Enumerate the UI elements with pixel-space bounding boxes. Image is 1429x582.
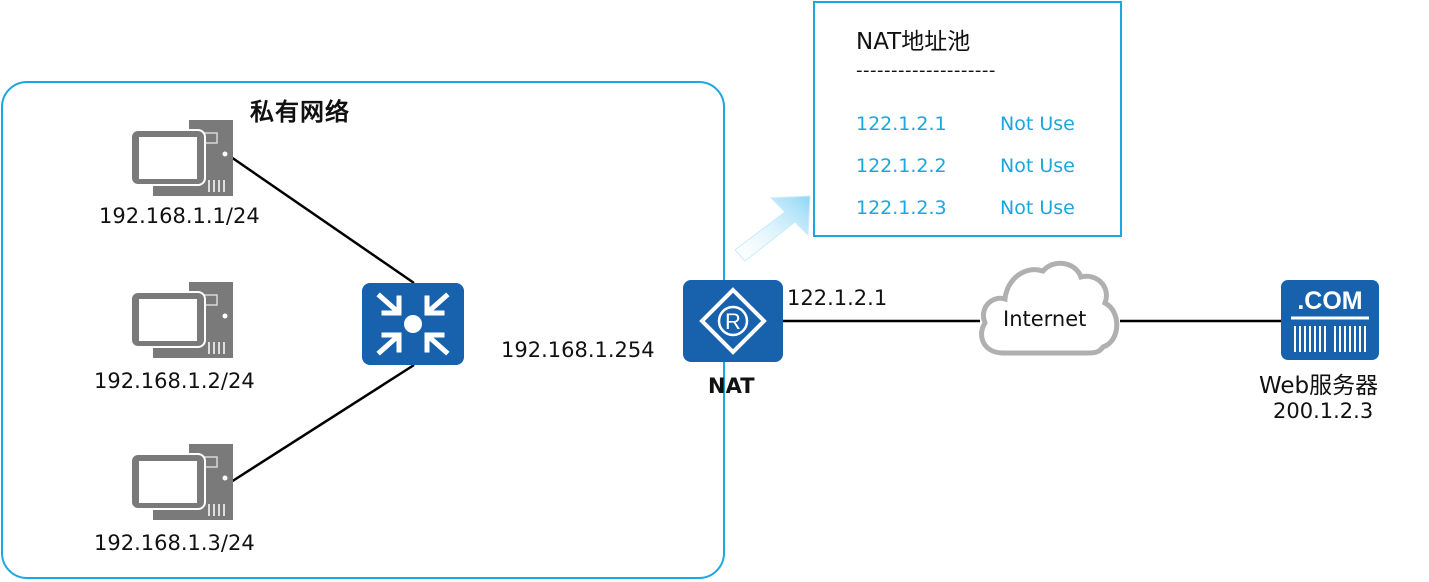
nat-pool-panel xyxy=(813,1,1122,237)
nat-pool-status-1: Not Use xyxy=(1000,113,1075,135)
pc-icon xyxy=(130,444,233,520)
pc-icon xyxy=(130,120,233,196)
router-icon: R xyxy=(683,280,783,362)
pc-host-2-label: 192.168.1.2/24 xyxy=(94,369,255,393)
pc-host-3-label: 192.168.1.3/24 xyxy=(94,531,255,555)
switch-device[interactable] xyxy=(362,283,464,369)
web-server-icon-text: .COM xyxy=(1297,287,1362,315)
gateway-ip-label: 192.168.1.254 xyxy=(501,338,655,362)
pc-host-1-label: 192.168.1.1/24 xyxy=(99,204,260,228)
switch-icon xyxy=(362,283,464,365)
nat-router[interactable]: R xyxy=(683,280,783,366)
web-server-icon: .COM xyxy=(1281,280,1379,360)
web-server-ip: 200.1.2.3 xyxy=(1273,399,1374,423)
internet-cloud[interactable] xyxy=(975,257,1125,363)
internet-label: Internet xyxy=(1003,307,1087,331)
nat-label: NAT xyxy=(708,374,755,398)
link-pc3-switch xyxy=(230,363,415,484)
cloud-icon xyxy=(979,260,1120,356)
svg-text:R: R xyxy=(725,309,741,334)
nat-pool-status-2: Not Use xyxy=(1000,155,1075,177)
link-pc1-switch xyxy=(230,155,415,285)
nat-public-ip-label: 122.1.2.1 xyxy=(787,286,888,310)
nat-pool-status-3: Not Use xyxy=(1000,197,1075,219)
web-server[interactable]: .COM xyxy=(1281,280,1379,364)
pc-host-3[interactable] xyxy=(130,444,233,524)
private-network-title: 私有网络 xyxy=(250,98,350,126)
nat-pool-ip-2: 122.1.2.2 xyxy=(856,155,947,177)
pc-host-1[interactable] xyxy=(130,120,233,200)
web-server-label: Web服务器 xyxy=(1259,373,1379,399)
nat-pool-title: NAT地址池 xyxy=(856,29,971,55)
nat-pool-separator: -------------------- xyxy=(856,60,996,81)
nat-pool-ip-3: 122.1.2.3 xyxy=(856,197,947,219)
pc-icon xyxy=(130,282,233,358)
arrow-icon xyxy=(734,195,811,262)
pc-host-2[interactable] xyxy=(130,282,233,362)
nat-pool-ip-1: 122.1.2.1 xyxy=(856,113,947,135)
